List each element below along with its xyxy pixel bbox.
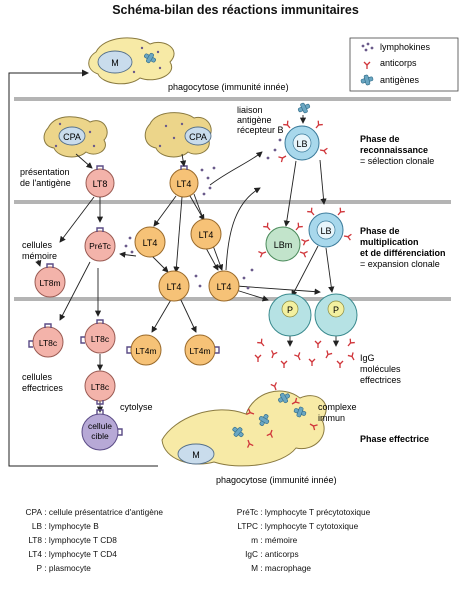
svg-text:= expansion clonale: = expansion clonale [360, 259, 440, 269]
plasmocyte-left: P [268, 293, 312, 337]
effectrices-label-1: cellules [22, 372, 53, 382]
presentation-label-1: présentation [20, 167, 70, 177]
pretc-label: PréTc [89, 241, 111, 251]
divider-2 [14, 200, 451, 204]
lt8-top-label: LT8 [93, 179, 108, 189]
lt4-a-label: LT4 [143, 238, 158, 248]
lt4m-b: LT4m [184, 334, 220, 366]
svg-text:reconnaissance: reconnaissance [360, 145, 428, 155]
phase-dividers [14, 97, 451, 301]
lt8c-left-label: LT8c [39, 338, 58, 348]
cible-label-1: cellule [88, 421, 112, 431]
effectrices-label-2: effectrices [22, 383, 63, 393]
lt4-top: LT4 [169, 165, 216, 198]
lt4-b-label: LT4 [199, 230, 214, 240]
abbrev-row: m : mémoire [251, 535, 298, 545]
memoire-label-1: cellules [22, 240, 53, 250]
lt4-c-label: LT4 [167, 282, 182, 292]
lt8c-mid-label: LT8c [91, 334, 110, 344]
p-left-label: P [287, 305, 293, 315]
memoire-label-2: mémoire [22, 251, 57, 261]
plasmocyte-right: P [314, 293, 358, 337]
divider-3 [14, 297, 451, 301]
igg-label-1: IgG [360, 353, 375, 363]
lt8m-cell: LT8m [34, 263, 66, 298]
lt4m-a: LT4m [126, 334, 162, 366]
lb-mid-label: LB [320, 226, 331, 236]
innate-loop-arrow [8, 69, 158, 467]
pretc-cell: PréTc [84, 227, 116, 262]
cible-label-2: cible [91, 431, 109, 441]
phase-effector-label: Phase effectrice [360, 434, 429, 444]
lb-top: LB [266, 100, 329, 163]
abbrev-row: M : macrophage [251, 563, 312, 573]
legend-lymphokines: lymphokines [380, 42, 431, 52]
lt4-d: LT4 [208, 268, 254, 302]
lb-mid: LB [300, 207, 353, 248]
igg-label-2: molécules [360, 364, 401, 374]
lbm-cell: LBm [257, 222, 309, 262]
legend-antigenes: antigènes [380, 75, 420, 85]
divider-1 [14, 97, 451, 101]
macrophage-top-label: M [111, 58, 119, 68]
lymphokine-icon [361, 42, 374, 52]
liaison-label-3: récepteur B [237, 125, 284, 135]
macrophage-top: M [88, 37, 175, 85]
p-right-label: P [333, 305, 339, 315]
cpa-left: CPA [43, 116, 108, 158]
liaison-label-2: antigène [237, 115, 272, 125]
abbrev-row: CPA : cellule présentatrice d'antigène [25, 507, 164, 517]
cpa-right: CPA [144, 112, 212, 158]
complexe-label-1: complexe [318, 402, 357, 412]
abbrev-row: LTPC : lymphocyte T cytotoxique [237, 521, 359, 531]
flow-arrows [35, 115, 340, 413]
svg-text:et de différenciation: et de différenciation [360, 248, 446, 258]
abbrev-row: IgC : anticorps [245, 549, 299, 559]
page-title: Schéma-bilan des réactions immunitaires [112, 3, 359, 17]
cpa-left-label: CPA [63, 132, 81, 142]
complexe-label-2: immun [318, 413, 345, 423]
abbrev-row: PréTc : lymphocyte T précytotoxique [236, 507, 371, 517]
svg-text:multiplication: multiplication [360, 237, 419, 247]
svg-text:Phase de: Phase de [360, 226, 400, 236]
phagocytose-bottom-label: phagocytose (immunité innée) [216, 475, 337, 485]
immune-response-diagram: lymphokines anticorps antigènes M phagoc… [8, 37, 459, 485]
phagocytose-top-label: phagocytose (immunité innée) [168, 82, 289, 92]
lt4-b: LT4 [190, 218, 222, 250]
abbrev-row: LB : lymphocyte B [31, 521, 99, 531]
lt8-top: LT8 [85, 165, 115, 198]
presentation-label-2: de l'antigène [20, 178, 71, 188]
svg-text:Phase de: Phase de [360, 134, 400, 144]
abbrev-row: P : plasmocyte [36, 563, 91, 573]
lt4-top-label: LT4 [177, 179, 192, 189]
symbol-legend: lymphokines anticorps antigènes [349, 37, 459, 92]
lt8c-mid: LT8c [80, 319, 116, 354]
lt4-d-label: LT4 [217, 282, 232, 292]
cellule-cible: cellule cible [81, 409, 123, 451]
abbrev-row: LT8 : lymphocyte T CD8 [28, 535, 117, 545]
abbrev-row: LT4 : lymphocyte T CD4 [28, 549, 117, 559]
liaison-label-1: liaison [237, 105, 263, 115]
lt8c-low: LT8c [84, 370, 116, 405]
cpa-right-label: CPA [189, 132, 207, 142]
lt4-c: LT4 [158, 270, 202, 302]
macrophage-bottom: M [161, 390, 327, 467]
lt8c-low-label: LT8c [91, 382, 110, 392]
igg-label-3: effectrices [360, 375, 401, 385]
phase-recognition-label: Phase de reconnaissance = sélection clon… [360, 134, 434, 166]
lt4m-a-label: LT4m [135, 346, 156, 356]
phase-multiplication-label: Phase de multiplication et de différenci… [360, 226, 446, 269]
cytolyse-label: cytolyse [120, 402, 153, 412]
lt4-a: LT4 [124, 226, 166, 258]
lb-top-label: LB [296, 139, 307, 149]
lt8m-label: LT8m [39, 278, 60, 288]
svg-text:= sélection clonale: = sélection clonale [360, 156, 434, 166]
antigen-icon [296, 100, 312, 116]
legend-anticorps: anticorps [380, 58, 417, 68]
lbm-label: LBm [274, 240, 293, 250]
macrophage-bottom-label: M [192, 450, 200, 460]
igg-antibodies [254, 338, 358, 369]
lt8c-left: LT8c [28, 323, 64, 358]
lt4m-b-label: LT4m [189, 346, 210, 356]
